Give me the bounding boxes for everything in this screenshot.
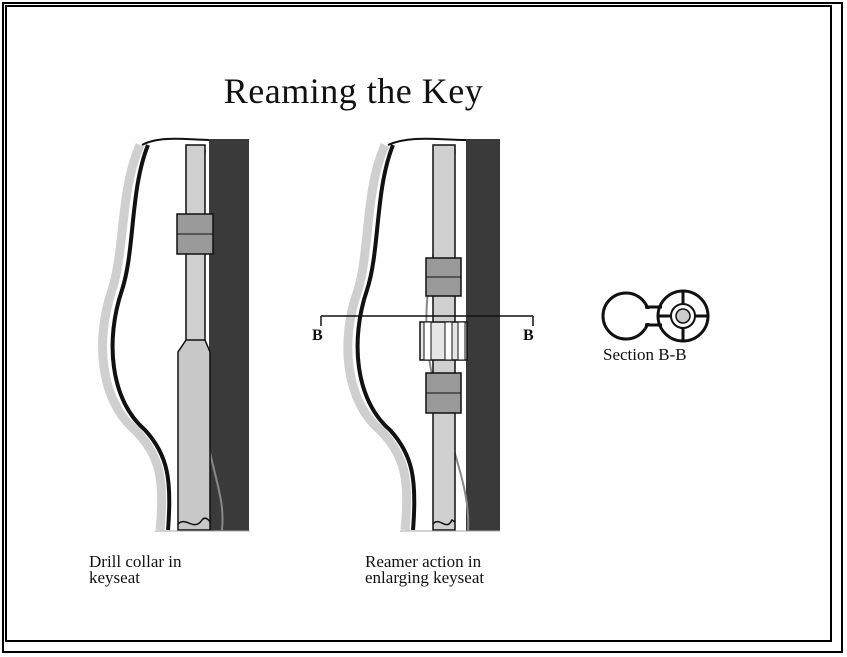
right-caption-line1: Reamer action in <box>365 552 482 571</box>
inner-frame <box>5 5 832 642</box>
right-caption-line2: enlarging keyseat <box>365 568 485 587</box>
diagram-title: Reaming the Key <box>223 71 484 111</box>
left-borehole-wall-curve <box>98 143 167 531</box>
left-caption-line1: Drill collar in <box>89 552 182 571</box>
right-borehole-wall-right <box>466 139 500 531</box>
right-borehole-wall-curve <box>343 143 412 531</box>
left-caption-line2: keyseat <box>89 568 140 587</box>
left-borehole-wall-right <box>209 139 249 531</box>
right-caption: Reamer action in enlarging keyseat <box>365 552 485 587</box>
section-marker-right: B <box>523 327 534 344</box>
section-view-shape <box>601 289 710 343</box>
left-caption: Drill collar in keyseat <box>89 552 182 587</box>
right-panel <box>320 137 534 532</box>
left-drill-collar <box>177 339 211 531</box>
section-line-b-b <box>320 315 534 326</box>
section-marker-left: B <box>312 327 323 344</box>
section-view-label: Section B-B <box>603 345 687 364</box>
left-panel <box>98 137 250 532</box>
